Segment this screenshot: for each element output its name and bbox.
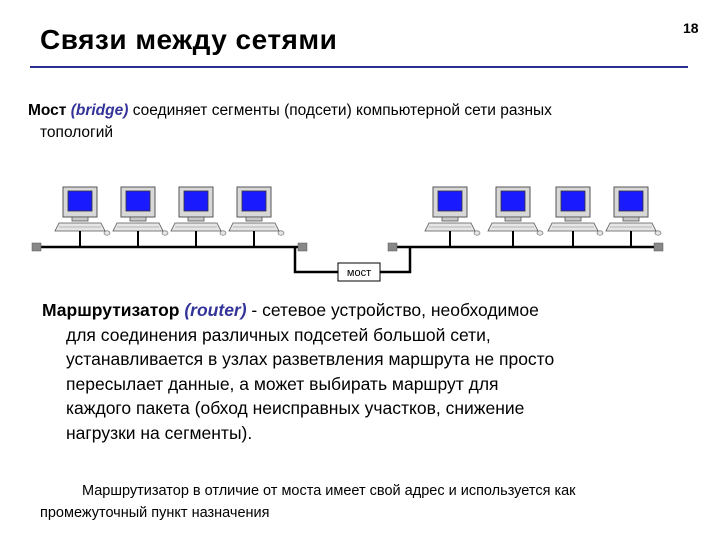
computer-right-1 [425, 187, 480, 235]
computer-right-4 [606, 187, 661, 235]
bridge-label: Мост [28, 102, 66, 119]
router-line-1-text: - сетевое устройство, необходимое [247, 300, 539, 320]
bridge-line-1-text: соединяет сегменты (подсети) компьютерно… [128, 102, 552, 119]
slide-number: 18 [683, 20, 699, 36]
computer-left-2 [113, 187, 168, 235]
router-paragraph: Маршрутизатор (router) - сетевое устройс… [42, 298, 712, 446]
left-segment-end-terminator [298, 243, 307, 251]
router-line-5: каждого пакета (обход неисправных участк… [42, 396, 712, 421]
left-terminator [32, 243, 41, 251]
router-line-3: устанавливается в узлах разветвления мар… [42, 347, 712, 372]
note-line-1: Маршрутизатор в отличие от моста имеет с… [40, 480, 715, 502]
note-paragraph: Маршрутизатор в отличие от моста имеет с… [40, 480, 715, 524]
bridge-paragraph: Мост (bridge) соединяет сегменты (подсет… [28, 100, 718, 144]
computer-left-1 [55, 187, 110, 235]
computer-left-3 [171, 187, 226, 235]
network-diagram: мост [0, 175, 720, 305]
right-segment-start-terminator [388, 243, 397, 251]
bridge-term: (bridge) [71, 102, 129, 119]
slide-title: Связи между сетями [40, 24, 337, 56]
right-terminator [654, 243, 663, 251]
bridge-line-2: топологий [28, 122, 718, 144]
network-diagram-svg: мост [0, 175, 720, 305]
title-underline [30, 66, 688, 68]
bridge-line-1: Мост (bridge) соединяет сегменты (подсет… [28, 100, 718, 122]
bridge-box-label: мост [347, 267, 371, 279]
note-line-2: промежуточный пункт назначения [40, 502, 715, 524]
computer-right-2 [488, 187, 543, 235]
computer-right-3 [548, 187, 603, 235]
router-label: Маршрутизатор [42, 300, 179, 320]
router-line-2: для соединения различных подсетей большо… [42, 323, 712, 348]
computer-left-4 [229, 187, 284, 235]
router-line-6: нагрузки на сегменты). [42, 421, 712, 446]
router-line-4: пересылает данные, а может выбирать марш… [42, 372, 712, 397]
router-line-1: Маршрутизатор (router) - сетевое устройс… [42, 298, 712, 323]
router-term: (router) [184, 300, 246, 320]
